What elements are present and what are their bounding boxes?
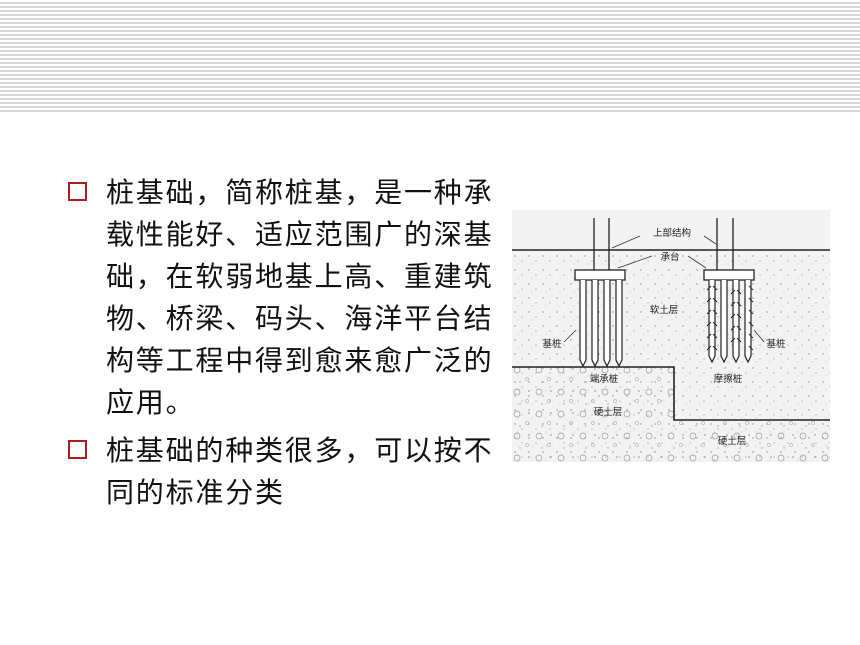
square-bullet-icon (68, 440, 87, 459)
label-hard-layer-left: 硬土层 (594, 406, 623, 418)
friction-piles (708, 280, 752, 364)
label-pile-left: 基桩 (542, 338, 562, 350)
bullet-item-2: 桩基础的种类很多，可以按不同的标准分类 (66, 430, 506, 514)
header-stripes (0, 0, 860, 112)
pile-diagram-svg: 上部结构 承台 软土层 基桩 基桩 端承桩 摩擦桩 硬土层 硬土层 (512, 218, 830, 462)
label-soft-layer: 软土层 (650, 304, 679, 316)
label-hard-layer-right: 硬土层 (718, 435, 747, 447)
square-bullet-icon (68, 182, 87, 201)
friction-marks (706, 285, 754, 351)
bullet-list: 桩基础，简称桩基，是一种承载性能好、适应范围广的深基础，在软弱地基上高、重建筑物… (66, 172, 506, 520)
label-superstructure: 上部结构 (653, 227, 691, 239)
pile-cap-right (703, 269, 755, 281)
label-end-bearing: 端承桩 (590, 373, 619, 385)
pile-cap-left (574, 269, 626, 281)
leader-lines (563, 235, 765, 343)
hard-soil-area (512, 367, 830, 462)
bullet-text-2: 桩基础的种类很多，可以按不同的标准分类 (106, 434, 494, 509)
label-friction: 摩擦桩 (714, 373, 743, 385)
bullet-item-1: 桩基础，简称桩基，是一种承载性能好、适应范围广的深基础，在软弱地基上高、重建筑物… (66, 172, 506, 424)
label-pile-right: 基桩 (766, 338, 786, 350)
hard-layer-boundary (512, 366, 830, 421)
bullet-text-1: 桩基础，简称桩基，是一种承载性能好、适应范围广的深基础，在软弱地基上高、重建筑物… (106, 176, 494, 419)
pile-foundation-diagram: 上部结构 承台 软土层 基桩 基桩 端承桩 摩擦桩 硬土层 硬土层 (512, 210, 830, 462)
end-bearing-piles (579, 280, 623, 368)
label-pile-cap: 承台 (660, 251, 679, 263)
